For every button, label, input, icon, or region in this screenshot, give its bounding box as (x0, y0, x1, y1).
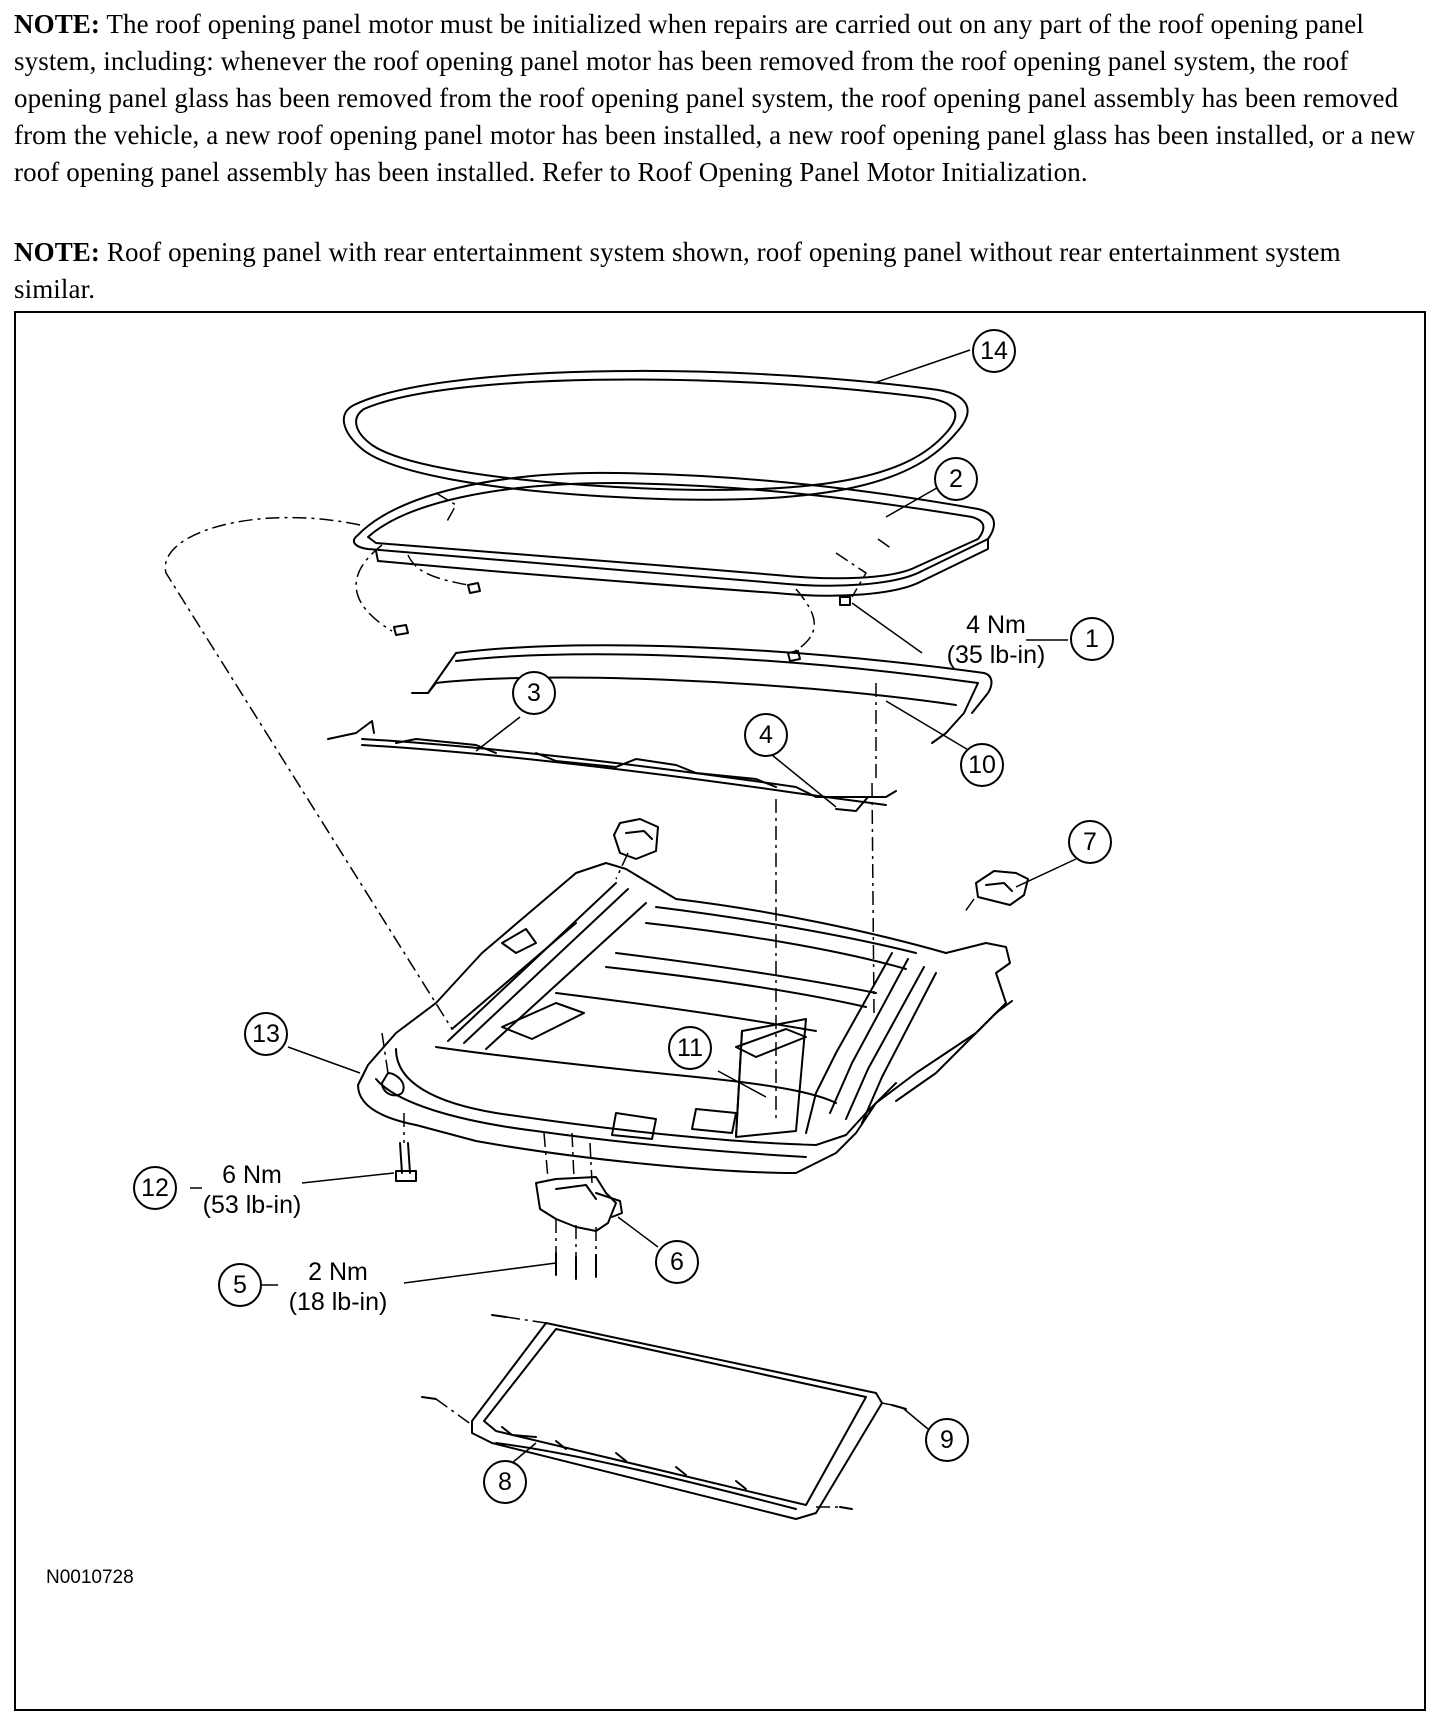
note-text: Roof opening panel with rear entertainme… (14, 237, 1341, 304)
part-3-track (327, 720, 897, 806)
note-text: The roof opening panel motor must be ini… (14, 9, 1416, 187)
part-10-frame (411, 644, 993, 744)
callout-4: 4 (759, 721, 773, 749)
callout-14: 14 (980, 337, 1008, 365)
part-12-bolt (395, 1142, 417, 1182)
part-1-bolts (393, 582, 851, 662)
note-label: NOTE: (14, 237, 101, 267)
note-rear-entertainment: NOTE: Roof opening panel with rear enter… (14, 234, 1424, 308)
callout-12: 12 (141, 1174, 169, 1202)
note-label: NOTE: (14, 9, 101, 39)
part-7-bracket (975, 870, 1029, 906)
part-14-seal (342, 369, 969, 501)
callout-7: 7 (1083, 828, 1097, 856)
callout-10: 10 (968, 751, 996, 779)
callout-2: 2 (949, 465, 963, 493)
leader-lines (190, 349, 1077, 1464)
exploded-view-figure: 14 2 1 3 4 10 7 13 11 12 5 6 9 8 4 Nm (3… (14, 311, 1426, 1711)
torque-12-lbin: (53 lb-in) (203, 1191, 302, 1219)
callout-3: 3 (527, 679, 541, 707)
part-11-bar (735, 1018, 807, 1138)
torque-5-nm: 2 Nm (308, 1258, 368, 1286)
torque-1-nm: 4 Nm (966, 611, 1026, 639)
assembly-lines (164, 492, 975, 1508)
torque-12-nm: 6 Nm (222, 1161, 282, 1189)
part-5-screws (555, 1252, 597, 1280)
callout-circles (133, 329, 1114, 1504)
callout-6: 6 (670, 1248, 684, 1276)
part-9-pins (421, 1314, 907, 1510)
note-initialization: NOTE: The roof opening panel motor must … (14, 6, 1424, 191)
callout-1: 1 (1085, 625, 1099, 653)
part-2-glass (352, 471, 995, 597)
part-6-motor (535, 1176, 623, 1232)
left-bracket (613, 818, 659, 860)
callout-9: 9 (940, 1426, 954, 1454)
callout-11: 11 (677, 1034, 703, 1062)
callout-8: 8 (498, 1468, 512, 1496)
torque-1-lbin: (35 lb-in) (947, 641, 1046, 669)
figure-id: N0010728 (46, 1567, 134, 1588)
torque-5-lbin: (18 lb-in) (289, 1288, 388, 1316)
part-8-sunshade (471, 1322, 883, 1520)
callout-5: 5 (233, 1271, 247, 1299)
part-13-main-frame (357, 862, 1013, 1174)
callout-13: 13 (252, 1020, 280, 1048)
exploded-view-drawing: 14 2 1 3 4 10 7 13 11 12 5 6 9 8 4 Nm (3… (46, 329, 1114, 1588)
